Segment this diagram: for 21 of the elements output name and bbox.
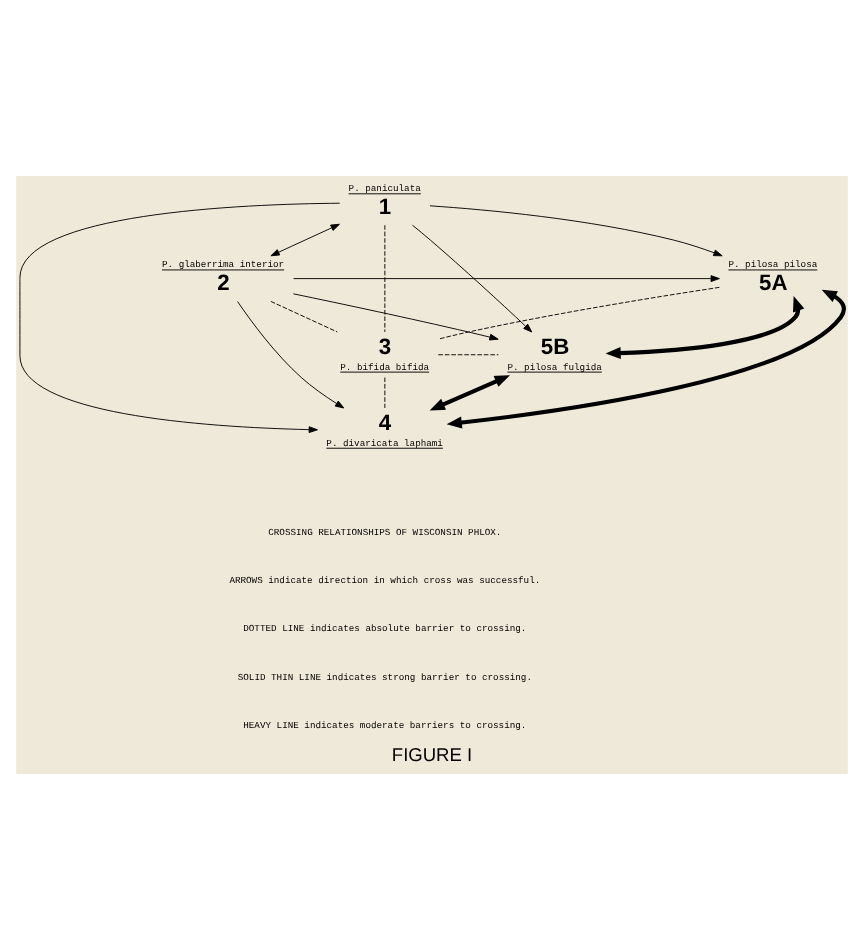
node-text: 5B [540, 336, 570, 361]
arrow [429, 375, 510, 411]
node-text: 1 [378, 195, 392, 220]
connector [270, 300, 338, 333]
node-text: 2 [217, 271, 230, 296]
caption: FIGURE I [391, 745, 473, 765]
arrow [237, 301, 345, 409]
arrow [446, 289, 846, 429]
arrow [19, 202, 341, 434]
arrow [412, 224, 533, 333]
node-text: 5A [759, 271, 788, 296]
connector [384, 224, 386, 333]
node-text: 4 [378, 412, 392, 437]
connector [437, 354, 499, 356]
arrow [292, 293, 499, 341]
arrow [605, 296, 805, 360]
arrow [270, 223, 340, 257]
connector [438, 286, 720, 340]
arrow [429, 205, 723, 257]
arrow [293, 275, 720, 282]
node-text: 3 [378, 336, 392, 361]
